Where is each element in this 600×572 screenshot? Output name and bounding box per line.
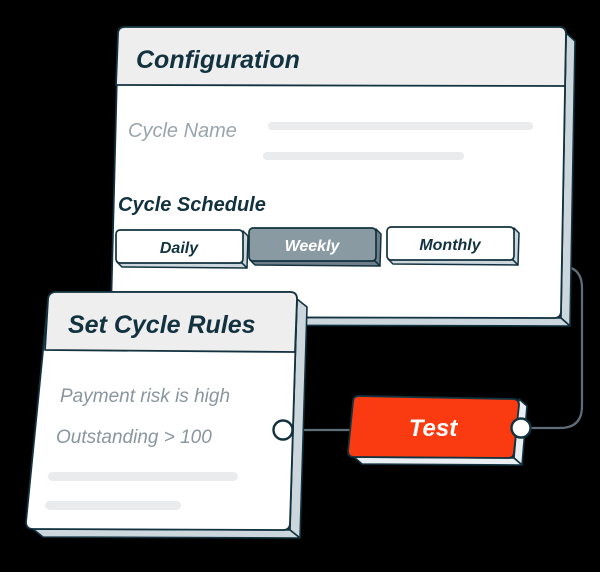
segment-monthly-label: Monthly [419,237,481,254]
segment-monthly[interactable]: Monthly [386,226,520,266]
configuration-card[interactable]: Configuration Cycle Name Cycle Schedule … [110,26,576,327]
segment-weekly-label: Weekly [285,238,341,255]
rule-bar-1 [48,472,238,481]
cycle-name-bar-1 [268,122,533,130]
rule-item-1: Payment risk is high [60,386,230,407]
configuration-card-header [115,26,567,87]
input-port[interactable] [272,419,294,441]
segment-daily[interactable]: Daily [115,229,249,269]
rules-card-header [44,291,298,353]
output-port[interactable] [510,417,532,439]
rules-card-title: Set Cycle Rules [68,311,256,339]
test-node[interactable]: Test [347,395,528,466]
rules-card[interactable]: Set Cycle Rules Payment risk is high Out… [25,291,308,539]
test-node-label: Test [409,415,458,442]
rule-bar-2 [45,501,181,510]
segment-weekly[interactable]: Weekly [248,227,382,267]
segment-daily-label: Daily [160,240,199,257]
rule-item-2: Outstanding > 100 [56,427,212,448]
cycle-name-bar-2 [263,152,464,160]
cycle-name-label: Cycle Name [128,120,237,142]
configuration-card-title: Configuration [136,46,300,74]
cycle-schedule-label: Cycle Schedule [118,194,266,216]
